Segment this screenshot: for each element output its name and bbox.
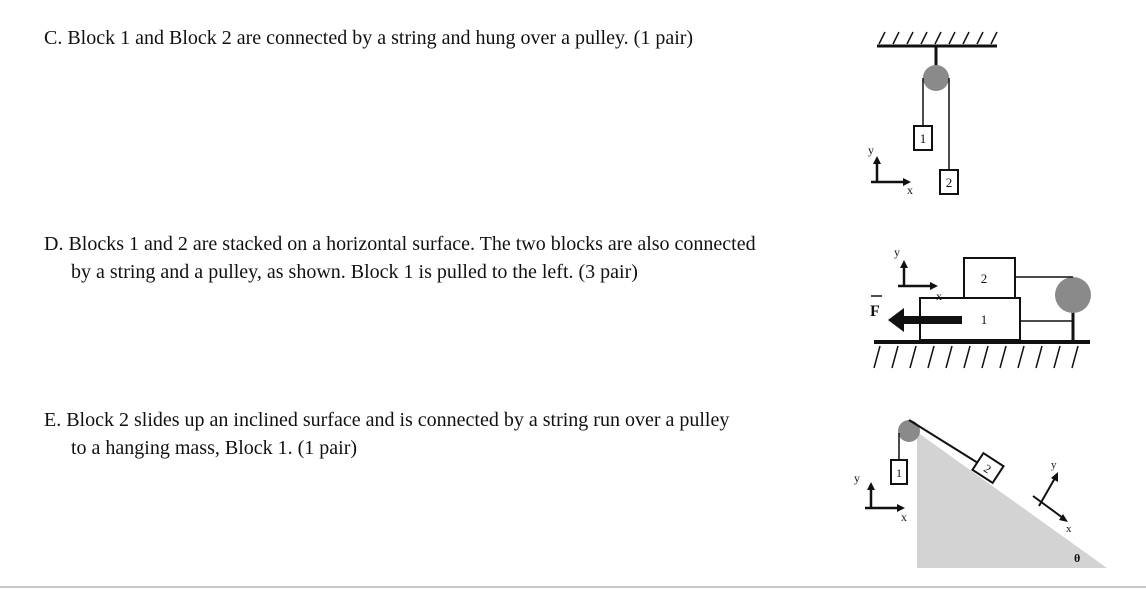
- block-1: 1: [890, 459, 908, 485]
- svg-text:1: 1: [981, 312, 988, 327]
- incline: [917, 432, 1107, 568]
- svg-text:2: 2: [946, 175, 953, 190]
- problem-d-text-line2: by a string and a pulley, as shown. Bloc…: [71, 261, 638, 283]
- problem-e-text-line1: E. Block 2 slides up an inclined surface…: [44, 409, 730, 431]
- axis-y-label: y: [894, 245, 900, 259]
- pulley: [1055, 277, 1091, 313]
- axes: [898, 260, 938, 290]
- floor: [873, 340, 1090, 369]
- block-1: 1: [913, 125, 933, 151]
- axis-x-label: x: [907, 183, 913, 197]
- ceiling: [877, 31, 998, 48]
- axis-y-label: y: [854, 471, 860, 485]
- pulley: [898, 420, 920, 442]
- tilted-axis-y-label: y: [1051, 459, 1057, 471]
- axis-y-label: y: [868, 143, 874, 157]
- string-incline: [908, 419, 979, 464]
- problem-d-figure: 1 2 F y x: [870, 245, 1091, 369]
- block-2: 2: [963, 257, 1016, 299]
- problem-c-text: C. Block 1 and Block 2 are connected by …: [44, 27, 694, 49]
- axis-x-label: x: [936, 289, 942, 303]
- svg-text:2: 2: [981, 271, 988, 286]
- axis-x-label: x: [901, 510, 907, 524]
- problem-e-figure: 2 1 y x y x θ: [854, 419, 1107, 568]
- problem-d-text-line1: D. Blocks 1 and 2 are stacked on a horiz…: [44, 233, 756, 255]
- angle-label: θ: [1074, 551, 1080, 565]
- tilted-axes: [1032, 472, 1068, 522]
- svg-text:1: 1: [896, 466, 902, 480]
- problem-c: C. Block 1 and Block 2 are connected by …: [44, 24, 693, 52]
- tilted-axis-x-label: x: [1066, 523, 1072, 535]
- axes: [865, 482, 905, 512]
- problem-c-figure: 1 2 y x: [868, 31, 998, 197]
- axes: [871, 156, 911, 186]
- block-2: 2: [939, 169, 959, 195]
- block-2: 2: [971, 451, 1005, 485]
- pulley: [923, 65, 949, 91]
- force-arrow: [888, 308, 962, 332]
- bottom-divider: [0, 586, 1146, 588]
- force-label: F: [870, 303, 880, 320]
- svg-text:1: 1: [920, 131, 927, 146]
- problem-e-text-line2: to a hanging mass, Block 1. (1 pair): [71, 437, 358, 459]
- problem-d: D. Blocks 1 and 2 are stacked on a horiz…: [44, 230, 756, 286]
- problem-e: E. Block 2 slides up an inclined surface…: [44, 406, 729, 462]
